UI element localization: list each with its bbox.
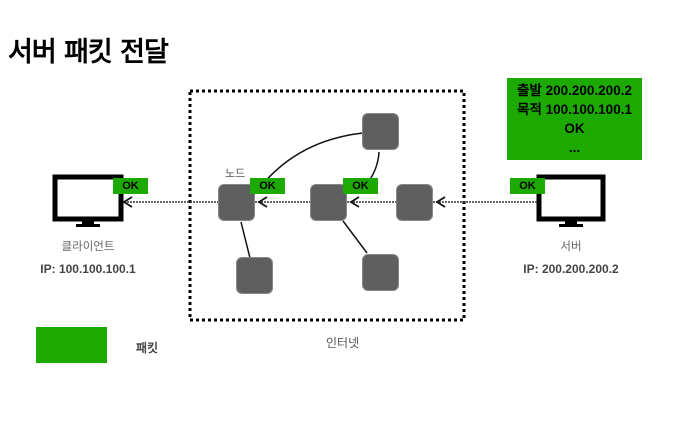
page-title: 서버 패킷 전달 (8, 37, 169, 68)
server-packet-badge: OK (510, 178, 545, 194)
hop-packet-badge: OK (250, 178, 285, 194)
network-node (362, 254, 399, 291)
arrow-icon (122, 196, 133, 208)
client-monitor-icon (52, 174, 124, 227)
node-label: 노드 (225, 167, 246, 180)
client-ip: IP: 100.100.100.1 (40, 262, 136, 276)
legend-packet-label: 패킷 (136, 341, 159, 355)
link-curve-top (261, 132, 364, 186)
legend-packet-swatch (36, 327, 107, 363)
client-packet-badge: OK (113, 178, 148, 194)
arrow-icon (349, 196, 360, 208)
network-node (396, 184, 433, 221)
link-down-right (342, 220, 368, 254)
network-node (236, 257, 273, 294)
link-down-left (240, 221, 251, 259)
packet-source: 출발 200.200.200.2 (517, 83, 632, 98)
network-node (218, 184, 255, 221)
server-label: 서버 (560, 239, 582, 253)
hop-packet-badge: OK (343, 178, 378, 194)
internet-label: 인터넷 (326, 336, 360, 350)
packet-destination: 목적 100.100.100.1 (517, 102, 632, 117)
server-ip: IP: 200.200.200.2 (523, 262, 619, 276)
network-node (362, 113, 399, 150)
server-monitor-icon (536, 174, 606, 227)
arrow-icon (257, 196, 268, 208)
packet-more: ... (568, 140, 581, 155)
network-node (310, 184, 347, 221)
arrow-icon (435, 196, 446, 208)
packet-detail-box: 출발 200.200.200.2 목적 100.100.100.1 OK ... (507, 78, 642, 160)
packet-payload: OK (564, 121, 585, 136)
client-label: 클라이언트 (61, 239, 115, 253)
